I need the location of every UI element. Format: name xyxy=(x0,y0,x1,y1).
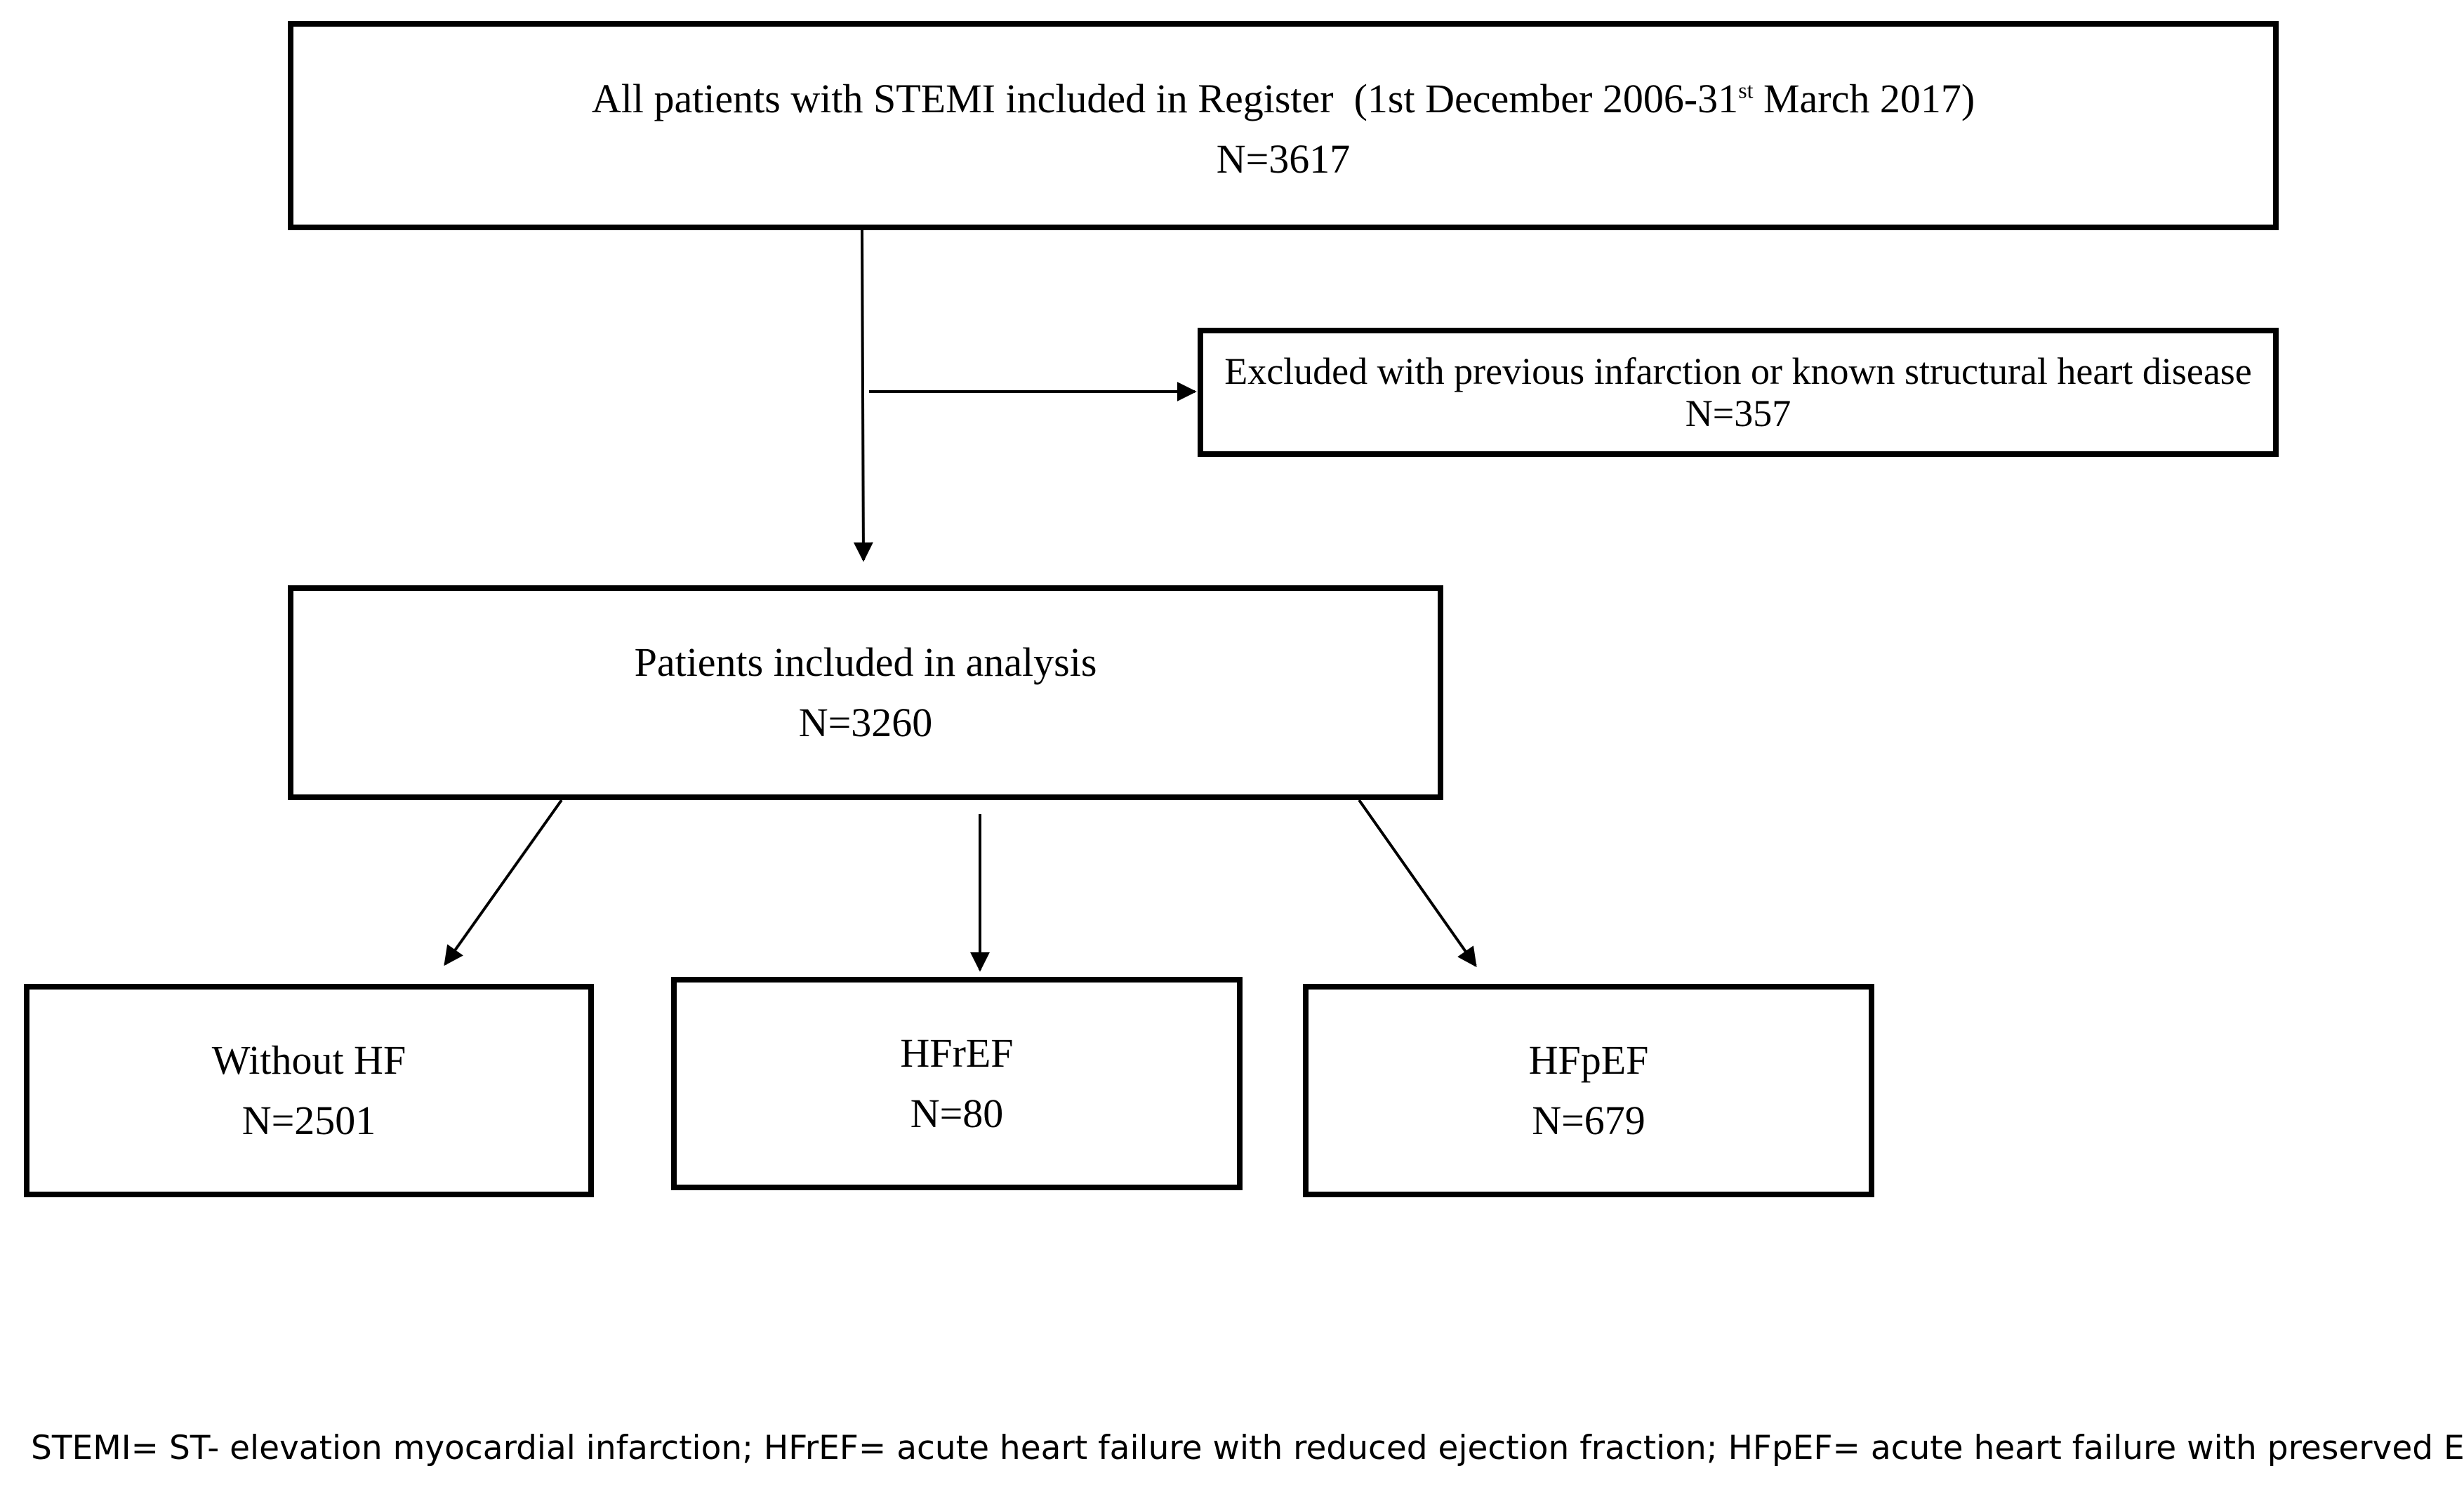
hfpef-box: HFpEF N=679 xyxy=(1303,984,1874,1197)
arrow-to-hfpef xyxy=(1358,799,1477,968)
register-period-start: (1st December 2006-31 xyxy=(1353,76,1739,121)
abbreviations-footnote: STEMI= ST- elevation myocardial infarcti… xyxy=(31,1429,2464,1467)
all-patients-box: All patients with STEMI included in Regi… xyxy=(288,21,2279,230)
arrow-top-to-analysis xyxy=(853,229,873,562)
all-patients-label-line: All patients with STEMI included in Regi… xyxy=(592,69,1975,129)
all-patients-label: All patients with STEMI included in Regi… xyxy=(591,76,1334,121)
included-label: Patients included in analysis xyxy=(634,639,1097,685)
register-period-ordinal: st xyxy=(1738,78,1754,103)
included-count: N=3260 xyxy=(798,700,933,745)
without-hf-label: Without HF xyxy=(211,1037,406,1083)
hfpef-label: HFpEF xyxy=(1528,1037,1649,1083)
included-box: Patients included in analysis N=3260 xyxy=(288,585,1443,800)
hfref-count: N=80 xyxy=(910,1091,1004,1136)
excluded-box: Excluded with previous infarction or kno… xyxy=(1198,328,2279,457)
without-hf-count: N=2501 xyxy=(241,1098,376,1143)
hfref-box: HFrEF N=80 xyxy=(671,977,1243,1190)
arrow-to-without-hf xyxy=(444,799,563,966)
hfref-label: HFrEF xyxy=(900,1030,1014,1076)
excluded-count: N=357 xyxy=(1685,392,1791,434)
without-hf-box: Without HF N=2501 xyxy=(24,984,594,1197)
register-period-end: March 2017) xyxy=(1753,76,1975,121)
all-patients-count: N=3617 xyxy=(1216,136,1351,182)
excluded-label: Excluded with previous infarction or kno… xyxy=(1224,350,2252,392)
hfpef-count: N=679 xyxy=(1532,1098,1645,1143)
